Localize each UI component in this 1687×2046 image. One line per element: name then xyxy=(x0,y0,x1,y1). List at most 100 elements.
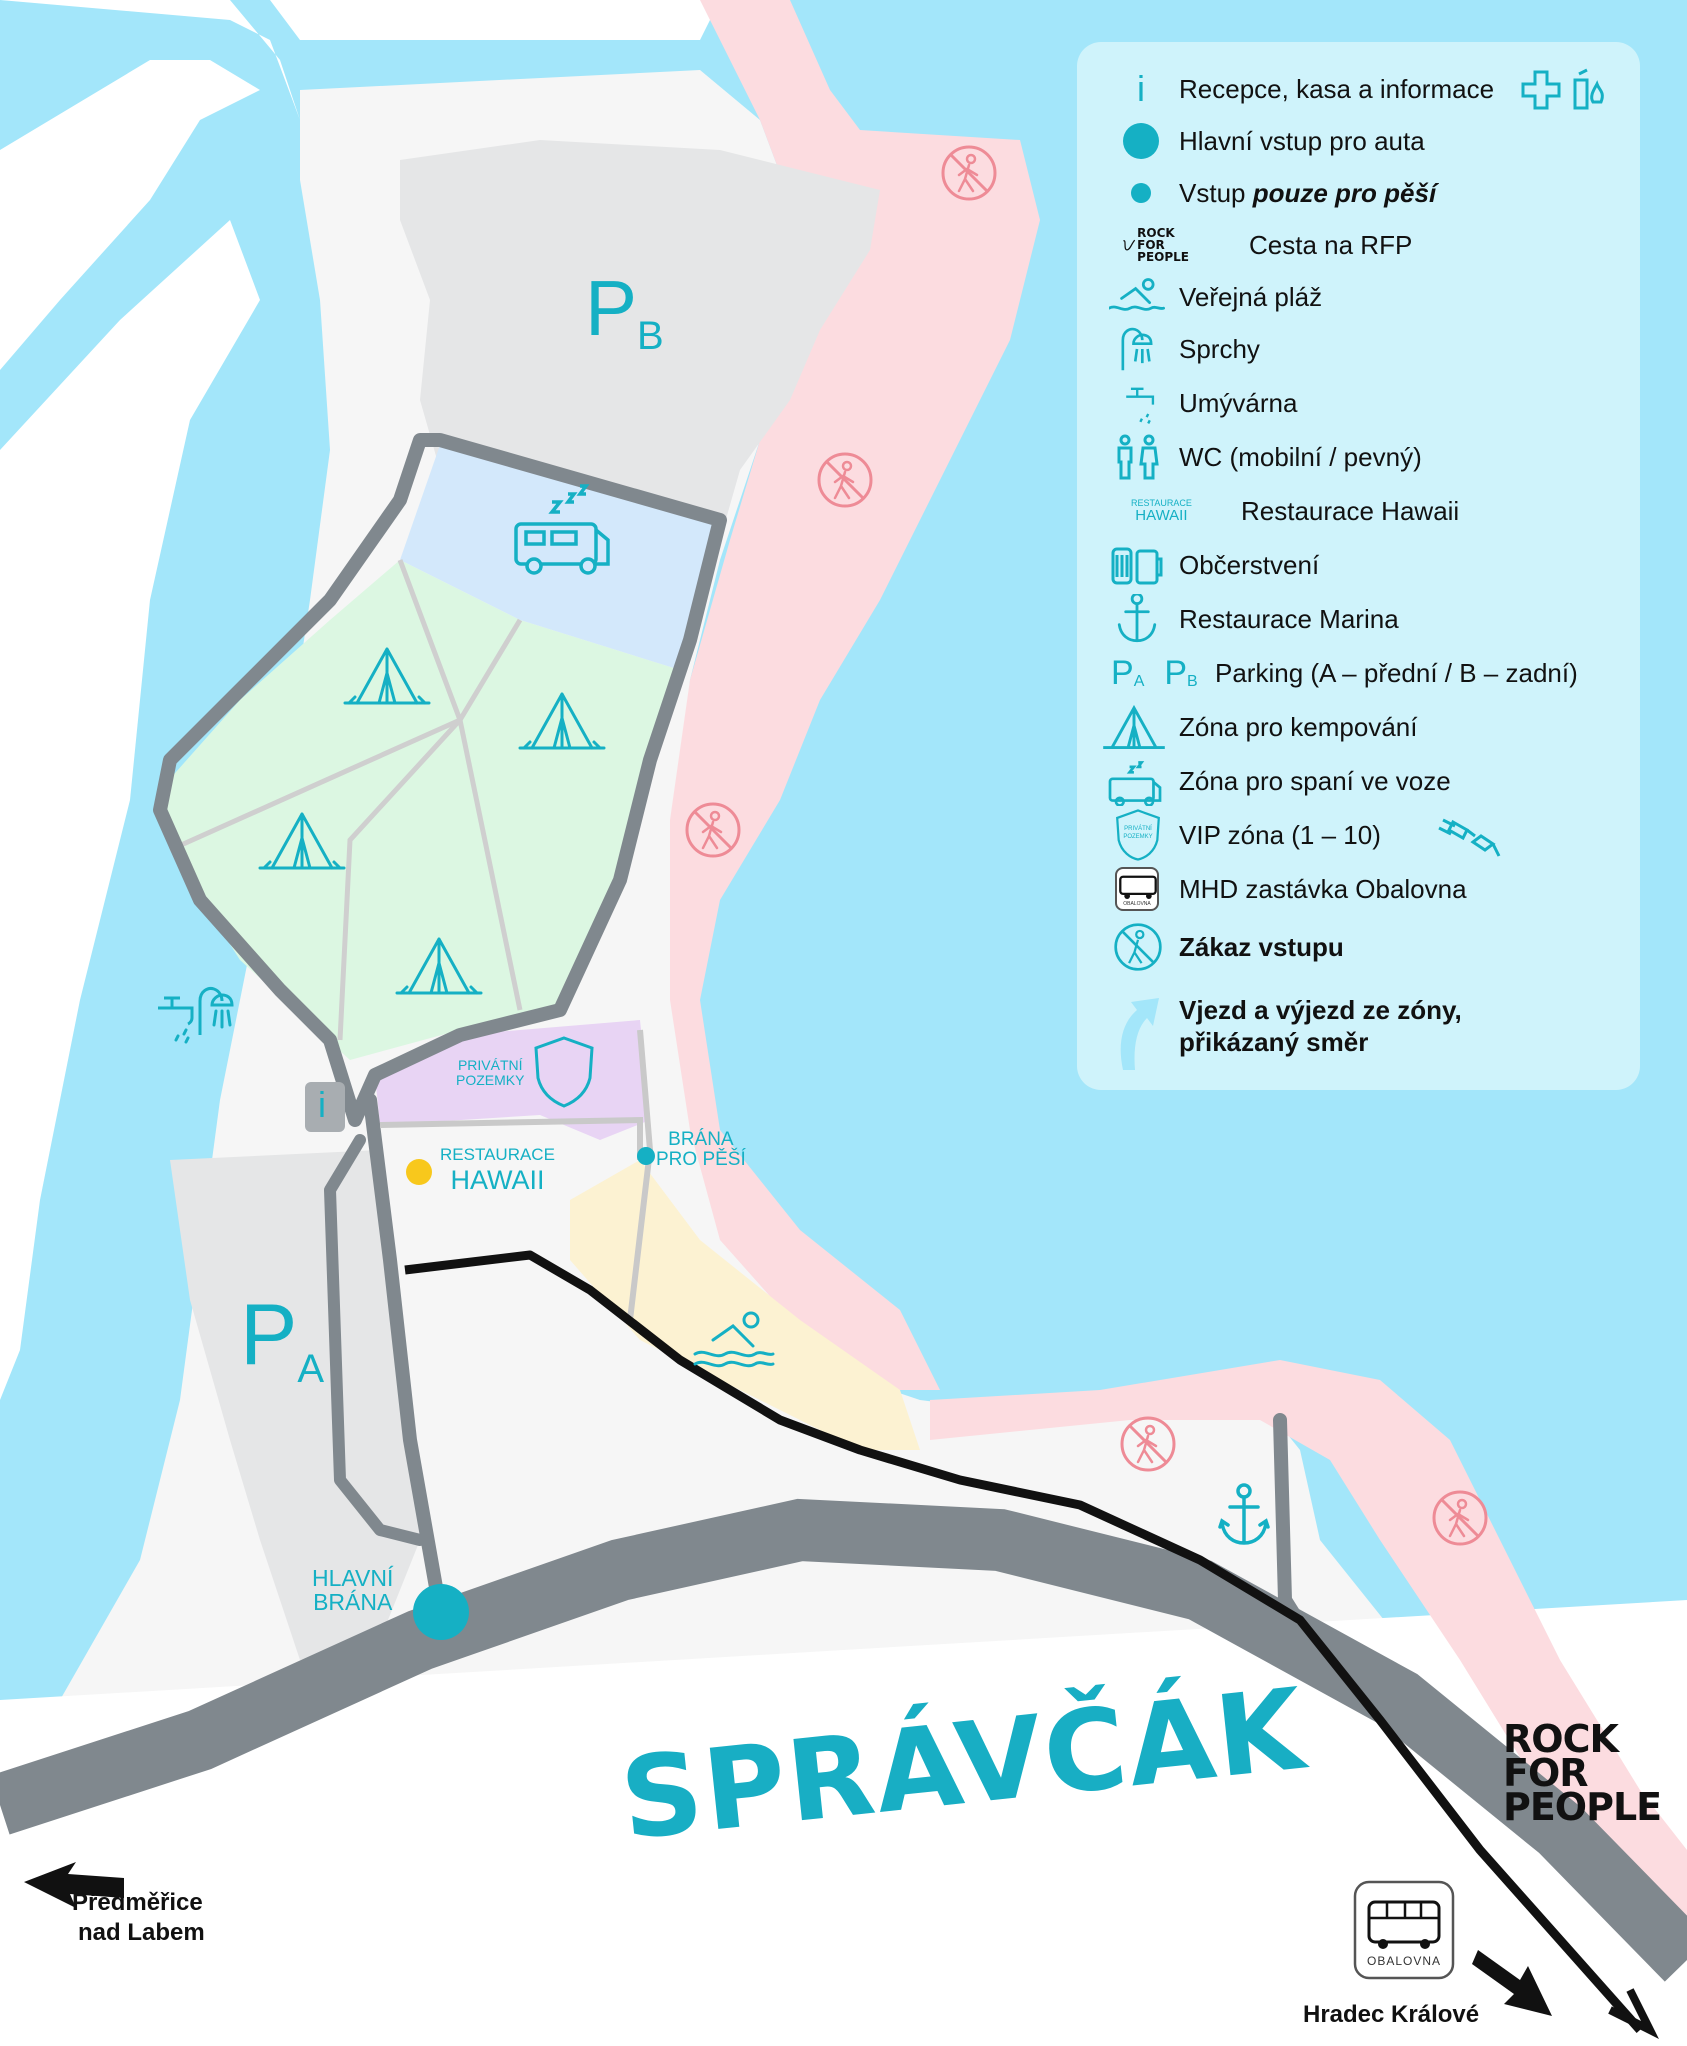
swimmer-icon xyxy=(693,1311,775,1368)
info-box xyxy=(305,1082,345,1132)
parking-a-main: P xyxy=(240,1287,298,1383)
legend-label: WC (mobilní / pevný) xyxy=(1179,442,1422,472)
legend-label: Vjezd a výjezd ze zóny, přikázaný směr xyxy=(1179,994,1462,1058)
east-arrow-icon xyxy=(1472,1950,1552,2016)
hawaii-dot xyxy=(406,1159,432,1185)
legend-item-pedestrian: Vstup pouze pro pěší xyxy=(1077,168,1640,218)
bus-stop-icon xyxy=(1353,1880,1455,1980)
parking-b-label: PB xyxy=(585,267,664,358)
logo-line: PEOPLE xyxy=(1503,1785,1662,1829)
info-label: i xyxy=(318,1084,326,1125)
parking-b-main: P xyxy=(585,264,638,352)
no-entry-zone-shore xyxy=(670,0,1040,1390)
west-island xyxy=(0,60,260,370)
camping-zone xyxy=(160,560,680,1060)
main-gate-dot xyxy=(413,1584,469,1640)
legend-item-main-entrance: Hlavní vstup pro auta xyxy=(1077,116,1640,166)
south-white xyxy=(0,1600,1687,2046)
top-north-land xyxy=(270,0,720,40)
legend-item-shower: Sprchy xyxy=(1077,324,1640,374)
legend-item-no-entry: Zákaz vstupu xyxy=(1077,922,1640,972)
anchor-icon xyxy=(1099,594,1189,644)
hawaii-dot-icon: RESTAURACE HAWAII xyxy=(1099,486,1192,536)
wc-icon xyxy=(1099,432,1189,482)
parking-a-label: PA xyxy=(240,1290,324,1390)
shield-icon xyxy=(534,1036,594,1108)
legend-label: Vstup pouze pro pěší xyxy=(1179,178,1436,208)
legend-label: VIP zóna (1 – 10) xyxy=(1179,820,1381,850)
legend-item-washroom: Umývárna xyxy=(1077,378,1640,428)
legend-item-food: Občerstvení xyxy=(1077,540,1640,590)
info-icon: i xyxy=(1137,68,1145,109)
direction-arrow-icon xyxy=(1099,992,1189,1072)
pedestrian-gate-dot xyxy=(637,1147,655,1165)
west-destination: Předměřice nad Labem xyxy=(72,1888,205,1948)
legend-label: Zóna pro kempování xyxy=(1179,712,1418,742)
parking-b-area xyxy=(400,140,880,540)
main-car-entrance-dot-icon xyxy=(1099,116,1189,166)
parking-b-sub: B xyxy=(637,314,664,358)
main-gate-label: HLAVNÍ BRÁNA xyxy=(312,1566,393,1614)
caravan-icon xyxy=(1099,756,1189,806)
bus-mini-text: OBALOVNA xyxy=(1123,901,1151,907)
restaurant-big-text: HAWAII xyxy=(450,1164,545,1195)
private-land-label-line: PRIVÁTNÍ xyxy=(457,1057,523,1073)
rfp-mini-line: ROCK xyxy=(1137,226,1175,240)
rfp-route xyxy=(404,1250,1644,2033)
swimmer-icon xyxy=(1099,272,1189,322)
highway xyxy=(0,1498,1687,1982)
legend-item-rfp-route: ROCK FOR PEOPLE Cesta na RFP xyxy=(1077,220,1640,270)
hawaii-mini-line: HAWAII xyxy=(1135,507,1188,524)
logo-line: FOR xyxy=(1503,1751,1589,1795)
pedestrian-gate-label-line: PRO PĚŠÍ xyxy=(656,1148,746,1170)
rfp-mini-logo: ROCK FOR PEOPLE xyxy=(1137,227,1189,263)
shield-text-line: PRIVÁTNÍ xyxy=(1124,826,1152,832)
rfp-mini-line: PEOPLE xyxy=(1137,250,1189,264)
legend-item-hawaii: RESTAURACE HAWAII Restaurace Hawaii xyxy=(1077,486,1640,536)
legend-item-camping: Zóna pro kempování xyxy=(1077,702,1640,752)
legend-label: Hlavní vstup pro auta xyxy=(1179,126,1425,156)
fire-extinguisher-icon xyxy=(1573,68,1604,110)
legend-label-emph: pouze pro pěší xyxy=(1252,178,1437,208)
restaurant-hawaii-label: RESTAURACE HAWAII xyxy=(440,1146,555,1195)
anchor-icon xyxy=(1218,1483,1270,1545)
legend-label: Sprchy xyxy=(1179,334,1260,364)
rock-for-people-logo: ROCK FOR PEOPLE xyxy=(1503,1720,1662,1829)
no-entry-icon xyxy=(1099,922,1189,972)
west-strip xyxy=(0,220,260,1400)
parking-a-sub: A xyxy=(297,1347,325,1391)
legend-label: Umývárna xyxy=(1179,388,1298,418)
no-entry-zone-east xyxy=(930,1360,1687,1930)
legend-label: Zákaz vstupu xyxy=(1179,932,1344,962)
legend-item-direction: Vjezd a výjezd ze zóny, přikázaný směr xyxy=(1077,992,1640,1072)
west-arrow-icon xyxy=(24,1862,124,1908)
pedestrian-gate-label: BRÁNA PRO PĚŠÍ xyxy=(656,1130,746,1170)
shield-text-line: POZEMKY xyxy=(1123,834,1153,840)
west-destination-line: nad Labem xyxy=(78,1919,205,1946)
legend-label: Restaurace Marina xyxy=(1179,604,1399,634)
legend-label-line: přikázaný směr xyxy=(1179,1027,1369,1057)
first-aid-icon xyxy=(1521,70,1561,110)
tent-icon xyxy=(1099,702,1189,752)
legend-item-wc: WC (mobilní / pevný) xyxy=(1077,432,1640,482)
main-gate-label-line: HLAVNÍ xyxy=(312,1565,394,1591)
legend-item-info: i Recepce, kasa a informace xyxy=(1077,64,1640,114)
site-road-loop xyxy=(153,433,727,1127)
main-gate-label-line: BRÁNA xyxy=(313,1589,393,1616)
legend-item-bus: OBALOVNA MHD zastávka Obalovna xyxy=(1077,864,1640,914)
pedestrian-entrance-dot-icon xyxy=(1099,168,1189,218)
shower-icon xyxy=(198,987,234,1035)
legend-item-beach: Veřejná pláž xyxy=(1077,272,1640,322)
rfp-route-icon: ROCK FOR PEOPLE xyxy=(1099,220,1189,270)
legend-label-line: Vjezd a výjezd ze zóny, xyxy=(1179,995,1462,1025)
beach-zone xyxy=(570,1160,920,1450)
caravan-icon xyxy=(514,484,610,575)
hawaii-mini-line: RESTAURACE xyxy=(1131,498,1192,508)
legend-item-marina: Restaurace Marina xyxy=(1077,594,1640,644)
private-land-label-line: POZEMKY xyxy=(456,1071,525,1088)
power-plug-icon xyxy=(1438,818,1501,857)
private-land-label: PRIVÁTNÍ POZEMKY xyxy=(456,1058,524,1087)
rfp-mini-line: FOR xyxy=(1137,238,1165,252)
